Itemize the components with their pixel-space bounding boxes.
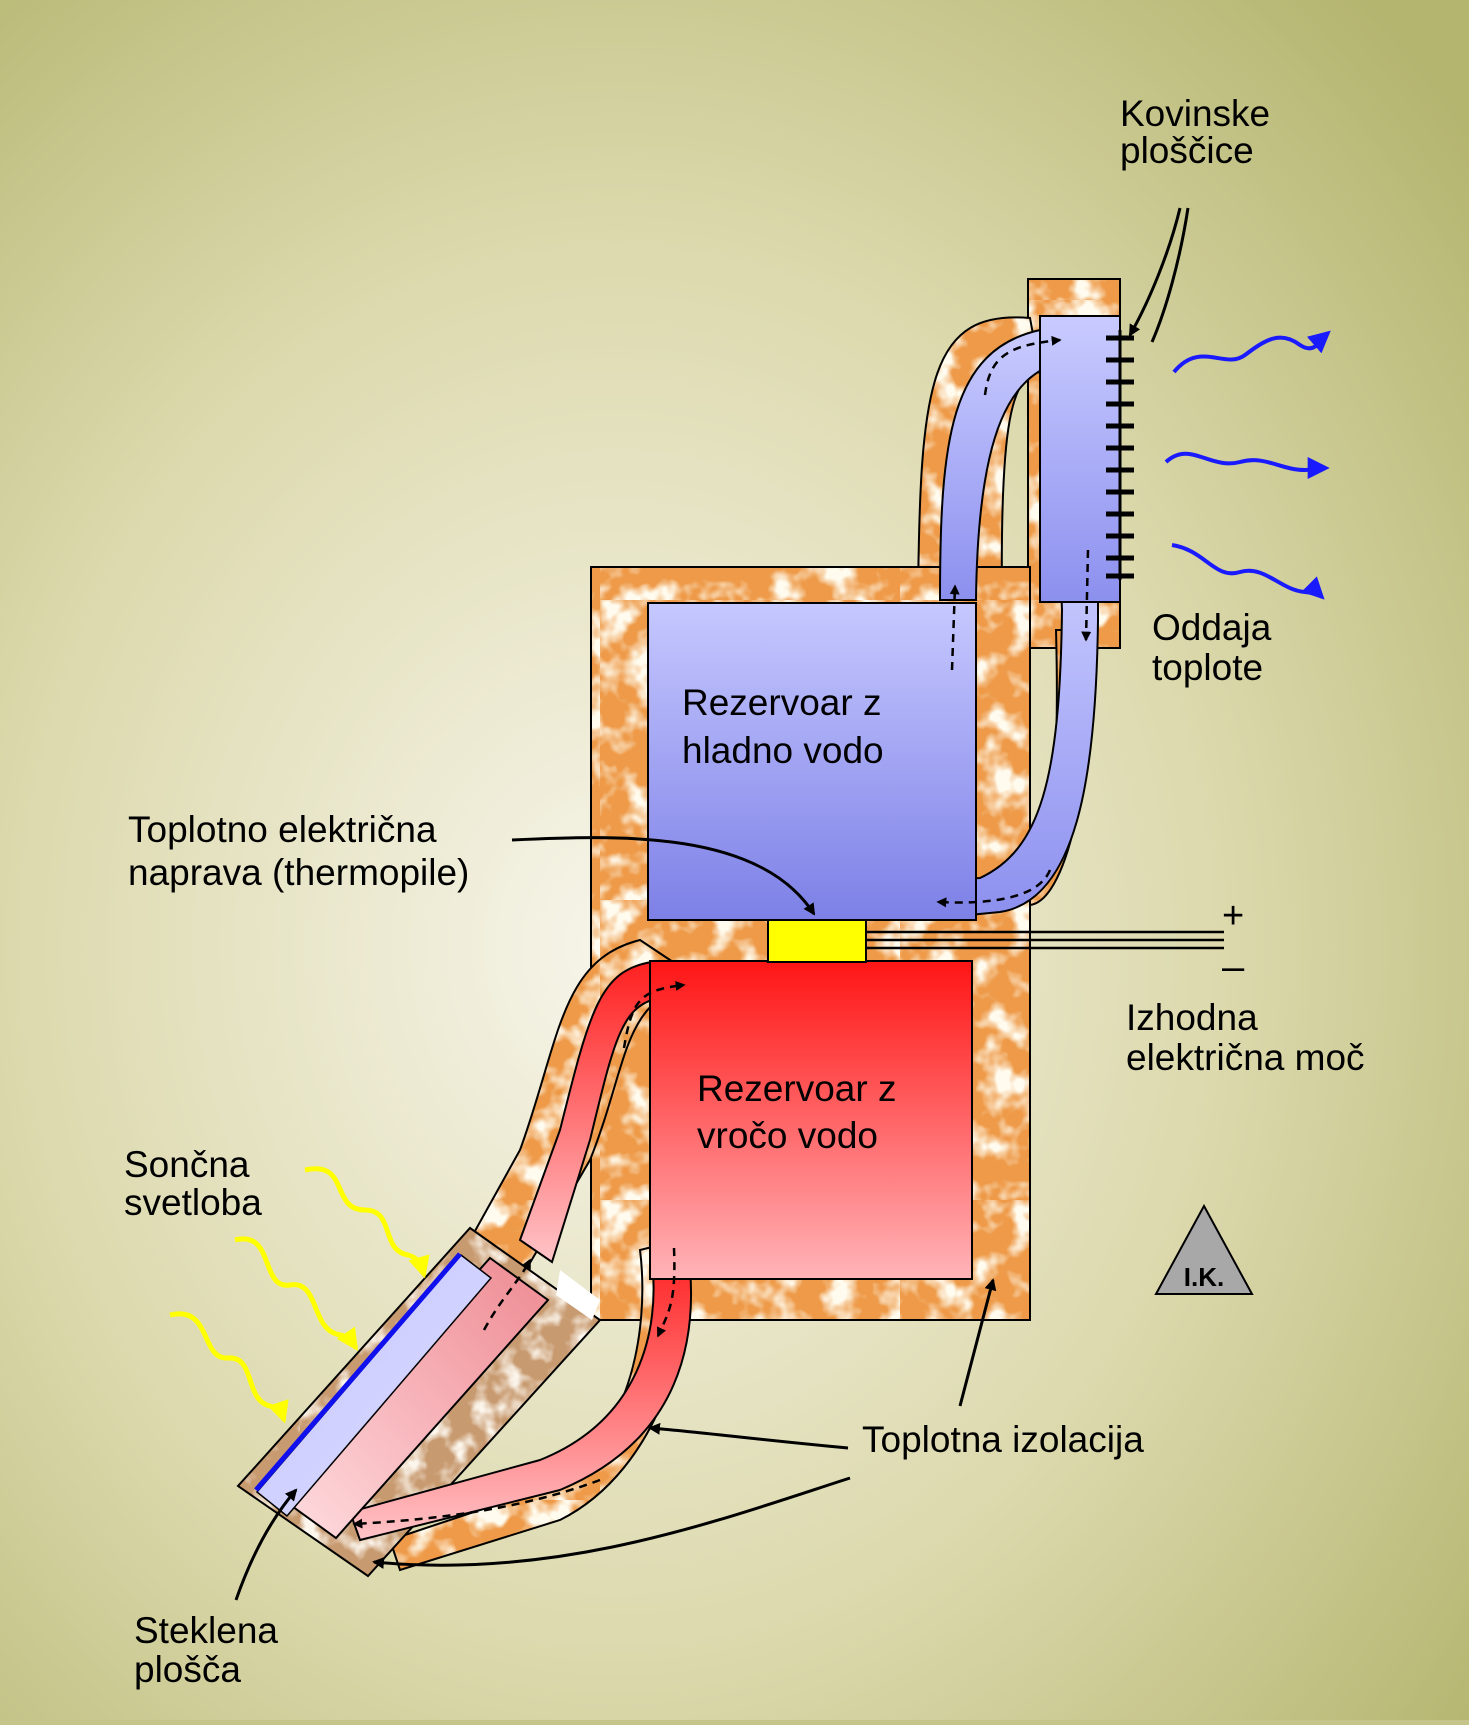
metal-plates (1106, 330, 1134, 580)
glass-plate-label: Steklena plošča (134, 1610, 288, 1690)
minus-terminal: – (1222, 945, 1245, 989)
author-badge: I.K. (1154, 1203, 1254, 1295)
sunlight-rays (169, 1166, 430, 1424)
author-mark: I.K. (1184, 1262, 1224, 1292)
heat-release-label: Oddaja toplote (1152, 607, 1282, 688)
thermopile-label: Toplotno električna naprava (thermopile) (128, 809, 469, 893)
air-gap (556, 1270, 600, 1320)
electric-output-label: Izhodna električna moč (1126, 997, 1365, 1078)
heat-release-waves (1164, 330, 1331, 600)
cold-water-loop (936, 315, 1121, 920)
plus-terminal: + (1222, 895, 1244, 937)
hot-water-tank (649, 960, 973, 1280)
metal-plates-label: Kovinske ploščice (1120, 93, 1280, 171)
thermopile (767, 919, 867, 963)
cold-water-tank (647, 602, 977, 921)
sunlight-label: Sončna svetloba (124, 1144, 262, 1223)
pointer-lines (234, 207, 1190, 1601)
insulation-label: Toplotna izolacija (862, 1419, 1144, 1460)
output-wires (866, 930, 1224, 950)
flow-arrows (352, 335, 1092, 1529)
hot-tank-label: Rezervoar z vročo vodo (697, 1068, 907, 1156)
cold-tank-label: Rezervoar z hladno vodo (682, 682, 892, 771)
glass-plate-edge (254, 1252, 462, 1492)
